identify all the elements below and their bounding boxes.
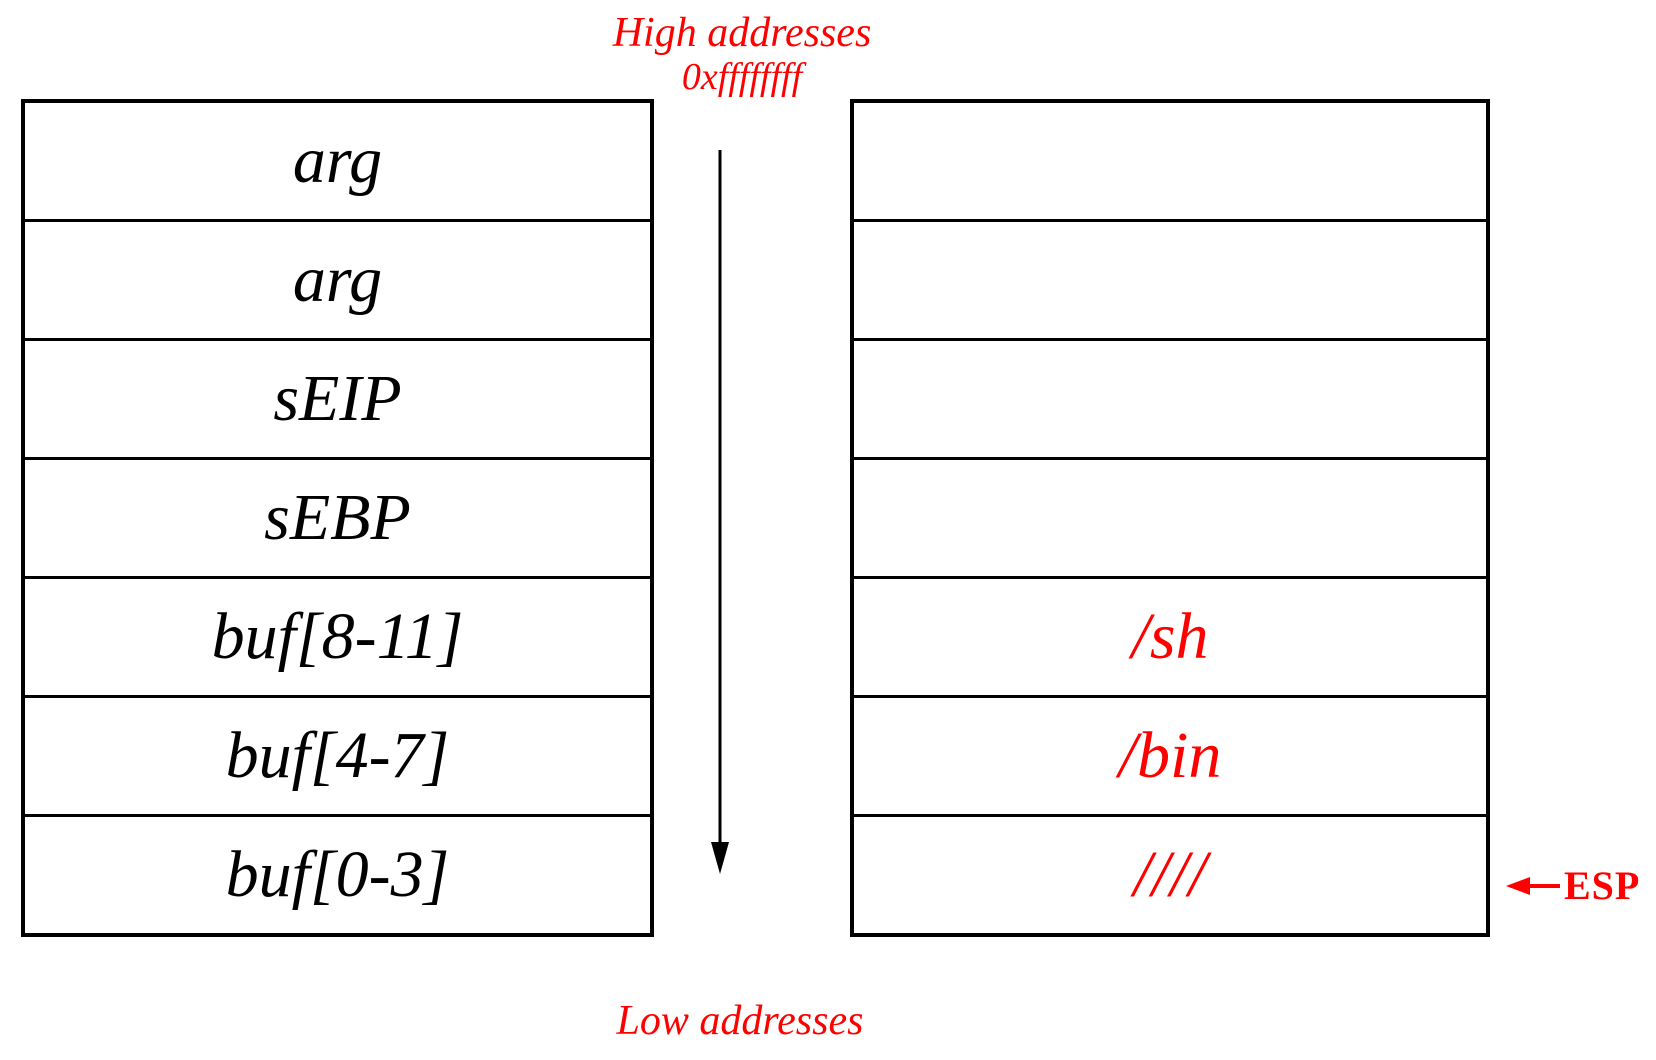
stack-frame-labels-table: arg arg sEIP sEBP buf[8-11] buf[4-7] buf…: [21, 99, 654, 937]
stack-row-label: buf[8-11]: [211, 600, 464, 673]
down-arrow-icon: [711, 150, 729, 874]
content-row-value: /bin: [1118, 719, 1222, 792]
high-addresses-text: High addresses: [612, 10, 872, 56]
stack-row-buf8-11: buf[8-11]: [25, 579, 650, 698]
low-addresses-label: Low addresses: [616, 998, 864, 1044]
content-row-sh: /sh: [854, 579, 1486, 698]
content-row-value: /sh: [1131, 600, 1209, 673]
content-row-empty2: [854, 222, 1486, 341]
esp-pointer: ESP: [1504, 866, 1640, 906]
stack-row-label: buf[4-7]: [225, 719, 450, 792]
content-row-value: ////: [1133, 838, 1207, 911]
stack-row-arg2: arg: [25, 222, 650, 341]
content-row-bin: /bin: [854, 698, 1486, 817]
stack-row-buf4-7: buf[4-7]: [25, 698, 650, 817]
content-row-slashes: ////: [854, 817, 1486, 933]
stack-row-seip: sEIP: [25, 341, 650, 460]
stack-row-sebp: sEBP: [25, 460, 650, 579]
stack-row-label: arg: [292, 124, 383, 197]
stack-row-label: buf[0-3]: [225, 838, 450, 911]
esp-register-label: ESP: [1564, 863, 1641, 908]
stack-row-arg1: arg: [25, 103, 650, 222]
stack-contents-table: /sh /bin ////: [850, 99, 1490, 937]
high-address-hex-value: 0xffffffff: [681, 56, 803, 98]
content-row-empty3: [854, 341, 1486, 460]
stack-row-label: arg: [292, 243, 383, 316]
content-row-empty1: [854, 103, 1486, 222]
stack-row-buf0-3: buf[0-3]: [25, 817, 650, 933]
content-row-empty4: [854, 460, 1486, 579]
stack-row-label: sEIP: [273, 362, 402, 435]
esp-arrow-icon: [1506, 877, 1560, 895]
stack-row-label: sEBP: [264, 481, 411, 554]
high-addresses-label: High addresses 0xffffffff: [442, 12, 1042, 96]
